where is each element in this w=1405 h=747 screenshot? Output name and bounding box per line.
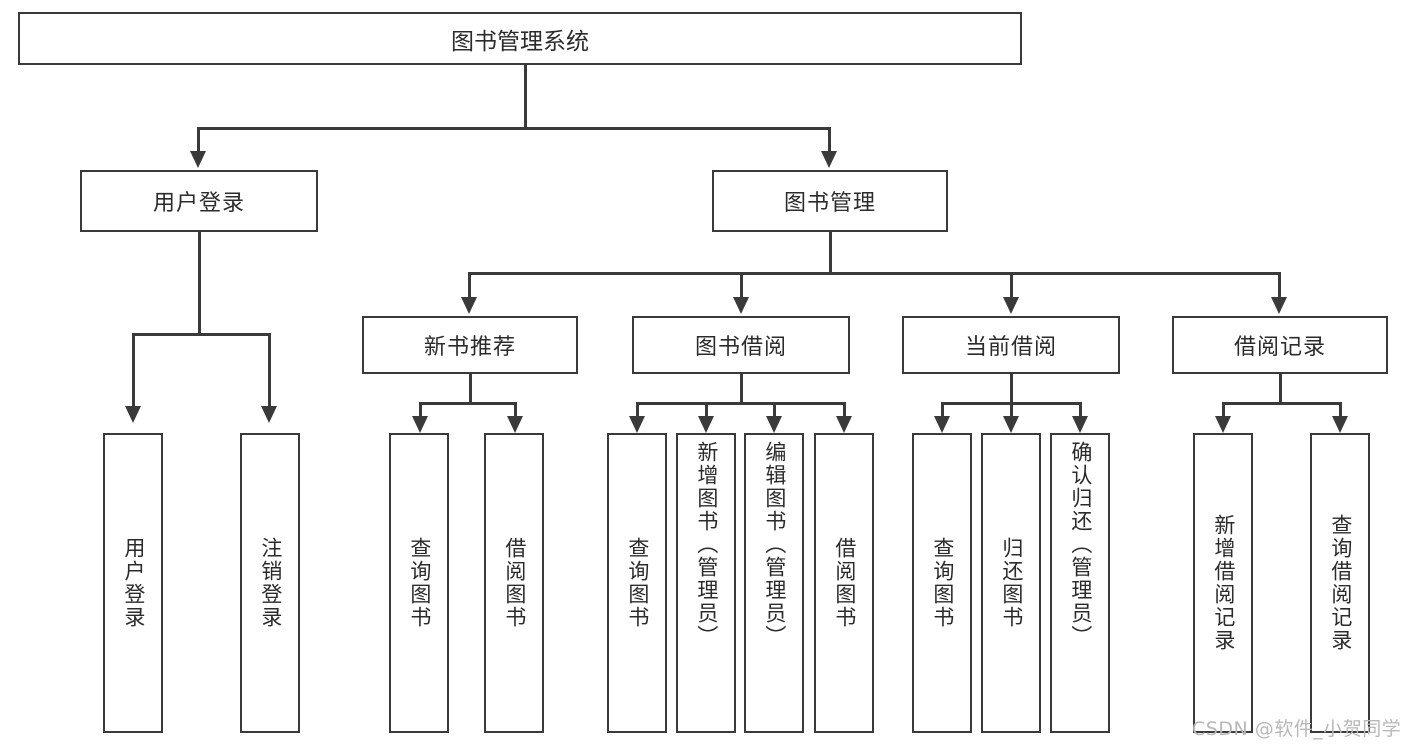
connector-root-to-book-management	[828, 127, 831, 153]
leaf-label: 新增图书（管理员）	[694, 441, 719, 648]
connector-cb-to-leaf-3	[1079, 402, 1082, 420]
arrow-cb-to-leaf-1	[934, 416, 950, 433]
leaf-label: 用户登录	[121, 537, 146, 629]
connector-br-to-leaf-1	[1222, 402, 1225, 420]
connector-cb-to-leaf-2	[1010, 402, 1013, 420]
leaf-label: 归还图书	[999, 537, 1024, 629]
connector-bm-to-book-borrow	[740, 272, 743, 299]
node-borrow-record[interactable]: 借阅记录	[1172, 316, 1388, 374]
connector-user-login-bar	[132, 333, 268, 336]
node-label: 图书管理	[783, 191, 876, 216]
connector-bm-to-borrow-record	[1278, 272, 1281, 299]
connector-book-borrow-trunk	[740, 374, 743, 402]
leaf-borrow-book-recommend[interactable]: 借阅图书	[484, 433, 544, 733]
connector-bb-to-leaf-3	[773, 402, 776, 420]
arrow-new-book-to-leaf-2	[507, 416, 523, 433]
connector-bm-to-new-book	[468, 272, 471, 299]
leaf-borrow-book[interactable]: 借阅图书	[814, 433, 874, 733]
leaf-add-book-admin[interactable]: 新增图书（管理员）	[676, 433, 736, 733]
arrow-root-to-book-management	[821, 151, 837, 168]
arrow-user-login-to-leaf-1	[125, 406, 141, 423]
leaf-label: 确认归还（管理员）	[1068, 441, 1093, 648]
leaf-label: 借阅图书	[832, 537, 857, 629]
arrow-bm-to-book-borrow	[733, 297, 749, 314]
leaf-add-borrow-record[interactable]: 新增借阅记录	[1193, 433, 1253, 733]
arrow-bb-to-leaf-3	[766, 416, 782, 433]
leaf-label: 查询图书	[625, 537, 650, 629]
leaf-edit-book-admin[interactable]: 编辑图书（管理员）	[744, 433, 804, 733]
arrow-cb-to-leaf-3	[1072, 416, 1088, 433]
arrow-user-login-to-leaf-2	[261, 406, 277, 423]
connector-current-borrow-trunk	[1010, 374, 1013, 402]
leaf-return-book[interactable]: 归还图书	[981, 433, 1041, 733]
leaf-query-book-recommend[interactable]: 查询图书	[389, 433, 449, 733]
connector-new-book-trunk	[469, 374, 472, 402]
connector-user-login-to-leaf-2	[268, 333, 271, 408]
connector-borrow-record-bar	[1222, 402, 1339, 405]
connector-new-book-bar	[419, 402, 515, 405]
connector-new-book-to-leaf-2	[514, 402, 517, 420]
leaf-label: 查询图书	[930, 537, 955, 629]
connector-bb-to-leaf-2	[705, 402, 708, 420]
leaf-label: 查询图书	[407, 537, 432, 629]
connector-new-book-to-leaf-1	[419, 402, 422, 420]
arrow-bb-to-leaf-4	[836, 416, 852, 433]
connector-root-bar	[197, 127, 828, 130]
leaf-query-borrow-record[interactable]: 查询借阅记录	[1310, 433, 1370, 733]
node-label: 图书管理系统	[451, 28, 589, 55]
connector-user-login-to-leaf-1	[132, 333, 135, 408]
leaf-label: 借阅图书	[502, 537, 527, 629]
arrow-bm-to-borrow-record	[1271, 297, 1287, 314]
arrow-root-to-user-login	[190, 151, 206, 168]
connector-book-borrow-bar	[636, 402, 845, 405]
arrow-cb-to-leaf-2	[1003, 416, 1019, 433]
connector-bb-to-leaf-4	[843, 402, 846, 420]
arrow-bb-to-leaf-1	[629, 416, 645, 433]
leaf-confirm-return-admin[interactable]: 确认归还（管理员）	[1050, 433, 1110, 733]
node-label: 图书借阅	[694, 335, 787, 360]
leaf-label: 编辑图书（管理员）	[762, 441, 787, 648]
node-book-borrow[interactable]: 图书借阅	[632, 316, 850, 374]
node-label: 新书推荐	[423, 335, 516, 360]
arrow-bm-to-new-book	[461, 297, 477, 314]
connector-root-trunk	[524, 65, 527, 127]
arrow-br-to-leaf-1	[1215, 416, 1231, 433]
node-current-borrow[interactable]: 当前借阅	[902, 316, 1120, 374]
connector-cb-to-leaf-1	[941, 402, 944, 420]
leaf-user-login[interactable]: 用户登录	[103, 433, 163, 733]
node-label: 当前借阅	[964, 335, 1057, 360]
leaf-label: 查询借阅记录	[1328, 514, 1353, 652]
leaf-logout[interactable]: 注销登录	[240, 433, 300, 733]
connector-root-to-user-login	[197, 127, 200, 153]
connector-bb-to-leaf-1	[636, 402, 639, 420]
arrow-bm-to-current-borrow	[1003, 297, 1019, 314]
node-label: 借阅记录	[1233, 335, 1326, 360]
node-book-management[interactable]: 图书管理	[712, 170, 948, 232]
node-label: 用户登录	[152, 191, 245, 216]
connector-user-login-trunk	[198, 232, 201, 333]
node-new-book-recommend[interactable]: 新书推荐	[362, 316, 578, 374]
connector-book-management-bar	[468, 272, 1280, 275]
leaf-label: 注销登录	[258, 537, 283, 629]
arrow-bb-to-leaf-2	[698, 416, 714, 433]
watermark-text: CSDN @软件_小贺同学	[1192, 718, 1402, 740]
connector-br-to-leaf-2	[1339, 402, 1342, 420]
leaf-query-book-current[interactable]: 查询图书	[912, 433, 972, 733]
connector-borrow-record-trunk	[1279, 374, 1282, 402]
connector-book-management-trunk	[829, 232, 832, 272]
node-root-book-management-system[interactable]: 图书管理系统	[18, 12, 1022, 65]
arrow-new-book-to-leaf-1	[412, 416, 428, 433]
node-user-login[interactable]: 用户登录	[80, 170, 318, 232]
leaf-label: 新增借阅记录	[1211, 514, 1236, 652]
arrow-br-to-leaf-2	[1332, 416, 1348, 433]
csdn-watermark: CSDN @软件_小贺同学	[1192, 714, 1401, 741]
leaf-query-book-borrow[interactable]: 查询图书	[607, 433, 667, 733]
connector-bm-to-current-borrow	[1010, 272, 1013, 299]
